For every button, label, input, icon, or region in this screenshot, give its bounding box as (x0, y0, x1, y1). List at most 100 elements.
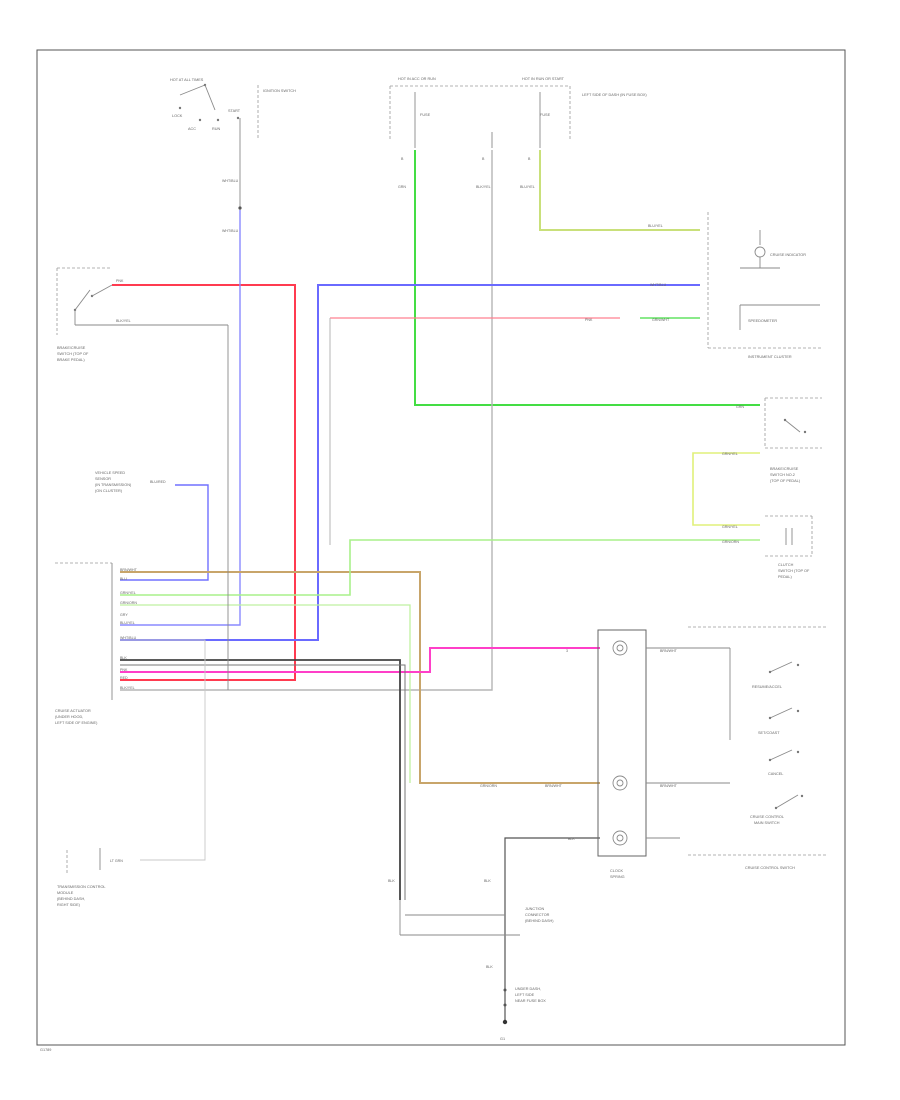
wire-green-fuse (414, 150, 760, 406)
resume-label: RESUME/ACCEL (752, 685, 782, 689)
ignition-top-label: HOT AT ALL TIMES (170, 78, 204, 82)
wire-tcm (120, 639, 206, 861)
tcm-label-4: RIGHT SIDE) (57, 903, 81, 907)
pin-3: GRN/YEL (120, 591, 136, 595)
cruise-module-label-2: (UNDER HOOD, (55, 715, 83, 719)
main-label-2: MAIN SWITCH (754, 821, 780, 825)
fuse-pin-1: B (401, 157, 404, 161)
wire-label-clock-3: BLK (568, 837, 575, 841)
cruise-module: BRN/WHT BLU GRN/YEL GRN/ORN GRY BLU/YEL … (55, 562, 138, 725)
wire-label-jc-2: BLK (484, 879, 491, 883)
fuse-right-note: LEFT SIDE OF DASH (IN FUSE BOX) (582, 93, 647, 97)
fuse-right-label: FUSE (540, 113, 551, 117)
transmission-control-module: LT GRN TRANSMISSION CONTROL MODULE (BEHI… (57, 848, 123, 907)
wire-light-green (120, 539, 760, 596)
pin-2: BLU (120, 577, 127, 581)
gnd-label-3: NEAR FUSE BOX (515, 999, 546, 1003)
junction-connector: BLK BLK JUNCTION CONNECTOR (BEHIND DASH) (388, 879, 554, 936)
wire-label-ccs-1: BRN/WHT (660, 649, 678, 653)
brake-switch-label-1: BRAKE/CRUISE (57, 346, 86, 350)
wire-label-cs-1: GRN/YEL (722, 525, 738, 529)
wire-yellow-green-fuse (539, 150, 700, 231)
wire-label-ign: WHT/BLU (222, 179, 239, 183)
cancel-label: CANCEL (768, 772, 783, 776)
ground: BLK UNDER DASH, LEFT SIDE NEAR FUSE BOX … (486, 965, 546, 1041)
pin-4: GRN/ORN (120, 601, 137, 605)
clock-spring-label-1: CLOCK (610, 869, 624, 873)
jc-label-2: CONNECTOR (525, 913, 550, 917)
wire-blue-cluster (120, 284, 700, 641)
cruise-module-label-3: LEFT SIDE OF ENGINE) (55, 721, 98, 725)
bs2-label-2: SWITCH NO.2 (770, 473, 795, 477)
gnd-label-2: LEFT SIDE (515, 993, 535, 997)
wire-label-ic-1: BLU/YEL (648, 224, 663, 228)
clutch-switch: GRN/YEL GRN/ORN CLUTCH SWITCH (TOP OF PE… (722, 515, 813, 579)
tcm-label-3: (BEHIND DASH, (57, 897, 85, 901)
set-label: SET/COAST (758, 731, 780, 735)
wire-light-green-2 (692, 452, 760, 526)
ign-pos-run: RUN (212, 127, 220, 131)
diagram-id: G1789 (40, 1048, 51, 1052)
brake-cruise-switch: PNK BLK/YEL BRAKE/CRUISE SWITCH (TOP OF … (56, 267, 229, 690)
wire-label-clock-2: BRN/WHT (545, 784, 563, 788)
diagram-frame (36, 49, 846, 1046)
ign-pos-lock: LOCK (172, 114, 183, 118)
clutch-label-3: PEDAL) (778, 575, 792, 579)
fuse-block: HOT IN ACC OR RUN HOT IN RUN OR START FU… (389, 77, 647, 189)
wire-label-cs-2: GRN/ORN (722, 540, 739, 544)
clutch-label-1: CLUTCH (778, 563, 794, 567)
wire-label-tcm: LT GRN (110, 859, 123, 863)
ignition-label: IGNITION SWITCH (263, 89, 296, 93)
wire-label-bs2-2: GRN/YEL (722, 452, 738, 456)
wire-label-ic-2: WHT/BLU (650, 283, 667, 287)
wires (112, 150, 760, 1020)
cruise-indicator-label: CRUISE INDICATOR (770, 253, 806, 257)
fuse-right-top: HOT IN RUN OR START (522, 77, 565, 81)
vss-label-1: VEHICLE SPEED (95, 471, 125, 475)
wire-label-fuse-m: BLK/YEL (476, 185, 491, 189)
vss-label-4: (ON CLUSTER) (95, 489, 123, 493)
pin-5: GRY (120, 613, 128, 617)
wire-label-ic-3: PNK (585, 318, 593, 322)
bs2-label-1: BRAKE/CRUISE (770, 467, 799, 471)
cs-pin-1: 3 (566, 649, 568, 653)
wire-label-bs2-1: GRN (736, 405, 744, 409)
clock-spring-label-2: SPRING (610, 875, 625, 879)
jc-label-1: JUNCTION (525, 907, 544, 911)
wire-label-jc-1: BLK (388, 879, 395, 883)
wire-label-fuse-l: GRN (398, 185, 406, 189)
brake-switch-label-3: BRAKE PEDAL) (57, 358, 85, 362)
tcm-label-2: MODULE (57, 891, 74, 895)
wire-label-gnd: BLK (486, 965, 493, 969)
connector-pin-labels: BRN/WHT BLU GRN/YEL GRN/ORN GRY BLU/YEL … (120, 568, 138, 690)
vss-label-2: SENSOR (95, 477, 111, 481)
ignition-switch: HOT AT ALL TIMES LOCK ACC RUN START IGNI… (170, 78, 296, 233)
tcm-label-1: TRANSMISSION CONTROL (57, 885, 106, 889)
wire-label-clock-1: GRN/ORN (480, 784, 497, 788)
speedometer-label: SPEEDOMETER (748, 319, 777, 323)
brake-cruise-switch-2: GRN GRN/YEL BRAKE/CRUISE SWITCH NO.2 (TO… (722, 397, 822, 483)
wire-light-green-3 (120, 604, 411, 783)
wire-black-2 (120, 664, 406, 900)
clutch-label-2: SWITCH (TOP OF (778, 569, 810, 573)
ign-pos-acc: ACC (188, 127, 196, 131)
wire-grey-fuse (120, 150, 493, 691)
cruise-control-switch: BRN/WHT BRN/WHT RESUME/ACCEL SET/COAST C… (646, 626, 828, 870)
brake-switch-label-2: SWITCH (TOP OF (57, 352, 89, 356)
wire-black (120, 659, 401, 900)
wire-clock-ground (504, 837, 600, 1020)
wire-label-ccs-2: BRN/WHT (660, 784, 678, 788)
wire-blue-tcm (120, 484, 209, 581)
wire-label-vss: BLU/RED (150, 480, 166, 484)
pin-9: PNK (120, 668, 128, 672)
wire-label-ic-4: GRN/WHT (652, 318, 670, 322)
wire-label-brake-blk: BLK/YEL (116, 319, 131, 323)
ign-pos-start: START (228, 109, 241, 113)
pin-1: BRN/WHT (120, 568, 138, 572)
clock-spring: 3 GRN/ORN BRN/WHT BLK CLOCK SPRING (480, 629, 647, 879)
wire-red-brake (112, 284, 296, 681)
bs2-label-3: (TOP OF PEDAL) (770, 479, 801, 483)
vehicle-speed-sensor: VEHICLE SPEED SENSOR (IN TRANSMISSION) (… (95, 471, 166, 493)
pin-8: BLK (120, 656, 127, 660)
vss-label-3: (IN TRANSMISSION) (95, 483, 132, 487)
